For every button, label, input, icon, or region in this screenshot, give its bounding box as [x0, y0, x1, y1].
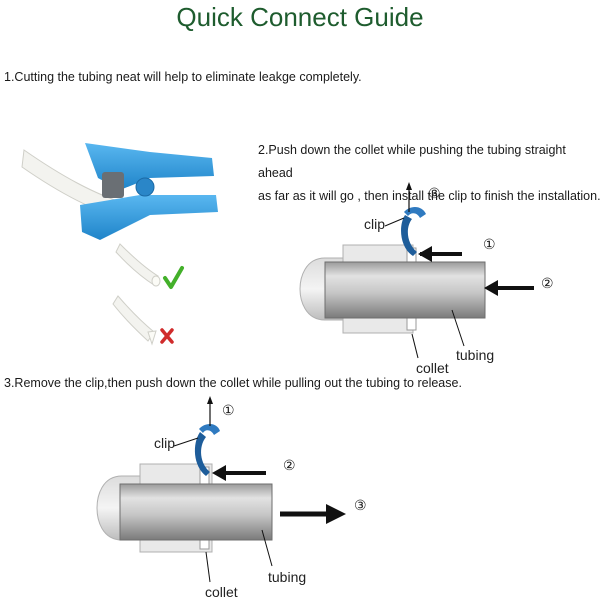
tubing: [119, 483, 273, 541]
step-2-line-1: 2.Push down the collet while pushing the…: [258, 143, 566, 180]
marker-1: ①: [483, 236, 496, 252]
step-2-text: 2.Push down the collet while pushing the…: [258, 139, 600, 208]
page-title: Quick Connect Guide: [176, 2, 424, 32]
step-1-text: 1.Cutting the tubing neat will help to e…: [4, 70, 362, 84]
install-fitting-diagram: clip collet tubing ③ ① ②: [299, 182, 554, 376]
step-3-text: 3.Remove the clip,then push down the col…: [4, 376, 462, 390]
tubing-label: tubing: [456, 347, 494, 363]
collet-label: collet: [205, 584, 238, 600]
tubing: [324, 261, 486, 319]
check-icon: [163, 266, 184, 289]
clip: [194, 432, 210, 476]
marker-1: ①: [222, 402, 235, 418]
marker-2: ②: [541, 275, 554, 291]
clip: [401, 215, 417, 256]
step-2-line-2: as far as it will go , then install the …: [258, 189, 600, 203]
marker-3: ③: [428, 185, 441, 201]
clip-label: clip: [364, 216, 385, 232]
release-fitting-diagram: clip collet tubing ① ② ③: [96, 396, 367, 600]
cutter-pivot: [135, 177, 155, 197]
cutter-lower-handle: [80, 195, 218, 240]
marker-3: ③: [354, 497, 367, 513]
tube-cutter-illustration: [21, 143, 218, 240]
cutter-blade: [102, 172, 124, 198]
good-cut-example: [115, 243, 184, 289]
clip-label: clip: [154, 435, 175, 451]
tubing-label: tubing: [268, 569, 306, 585]
marker-2: ②: [283, 457, 296, 473]
collet-label: collet: [416, 360, 449, 376]
bad-cut-example: [112, 295, 174, 346]
cross-icon: [160, 328, 174, 344]
